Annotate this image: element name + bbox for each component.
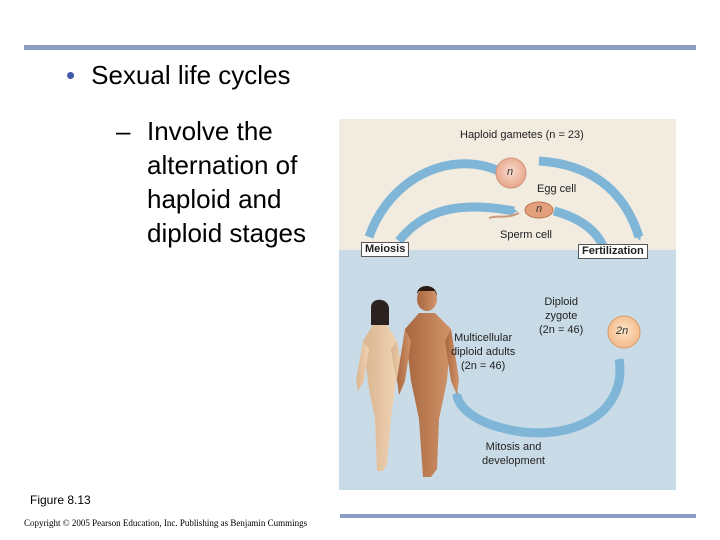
male-figure	[397, 285, 459, 477]
bullet-point: • Sexual life cycles	[66, 60, 291, 91]
life-cycle-figure: Haploid gametes (n = 23) n Egg cell n Sp…	[339, 119, 676, 490]
figure-label: Figure 8.13	[30, 493, 91, 507]
mitosis-label: Mitosis and development	[482, 441, 545, 467]
top-rule	[24, 45, 696, 50]
sperm-tail	[488, 212, 520, 219]
fertilization-label: Fertilization	[578, 244, 648, 259]
egg-cell-graphic	[495, 157, 527, 189]
egg-n-label: n	[507, 166, 514, 178]
multicellular-adults-label: Multicellular diploid adults (2n = 46)	[451, 332, 516, 372]
copyright-text: Copyright © 2005 Pearson Education, Inc.…	[24, 518, 308, 528]
bottom-rule	[340, 514, 696, 518]
life-cycle-graphic	[339, 119, 676, 490]
fertilization-arrow-from-egg	[538, 156, 644, 241]
sub-bullet-text: Involve the alternation of haploid and d…	[147, 116, 306, 248]
sperm-n-label: n	[536, 203, 543, 215]
diploid-zygote-label: Diploid zygote (2n = 46)	[539, 296, 584, 336]
bullet-text: Sexual life cycles	[91, 60, 291, 90]
meiosis-arrow-to-egg	[364, 159, 503, 239]
zygote-2n-label: 2n	[616, 325, 629, 337]
bullet-dot: •	[66, 60, 76, 90]
egg-cell-label: Egg cell	[537, 183, 577, 195]
mitosis-arrow	[452, 358, 625, 438]
haploid-gametes-label: Haploid gametes (n = 23)	[460, 129, 584, 141]
sperm-cell-label: Sperm cell	[500, 229, 552, 241]
meiosis-arrow-to-sperm	[395, 202, 518, 244]
sperm-head	[524, 201, 554, 219]
meiosis-label: Meiosis	[361, 242, 410, 257]
zygote-graphic	[607, 315, 641, 349]
sub-bullet-dash: –	[116, 116, 131, 146]
